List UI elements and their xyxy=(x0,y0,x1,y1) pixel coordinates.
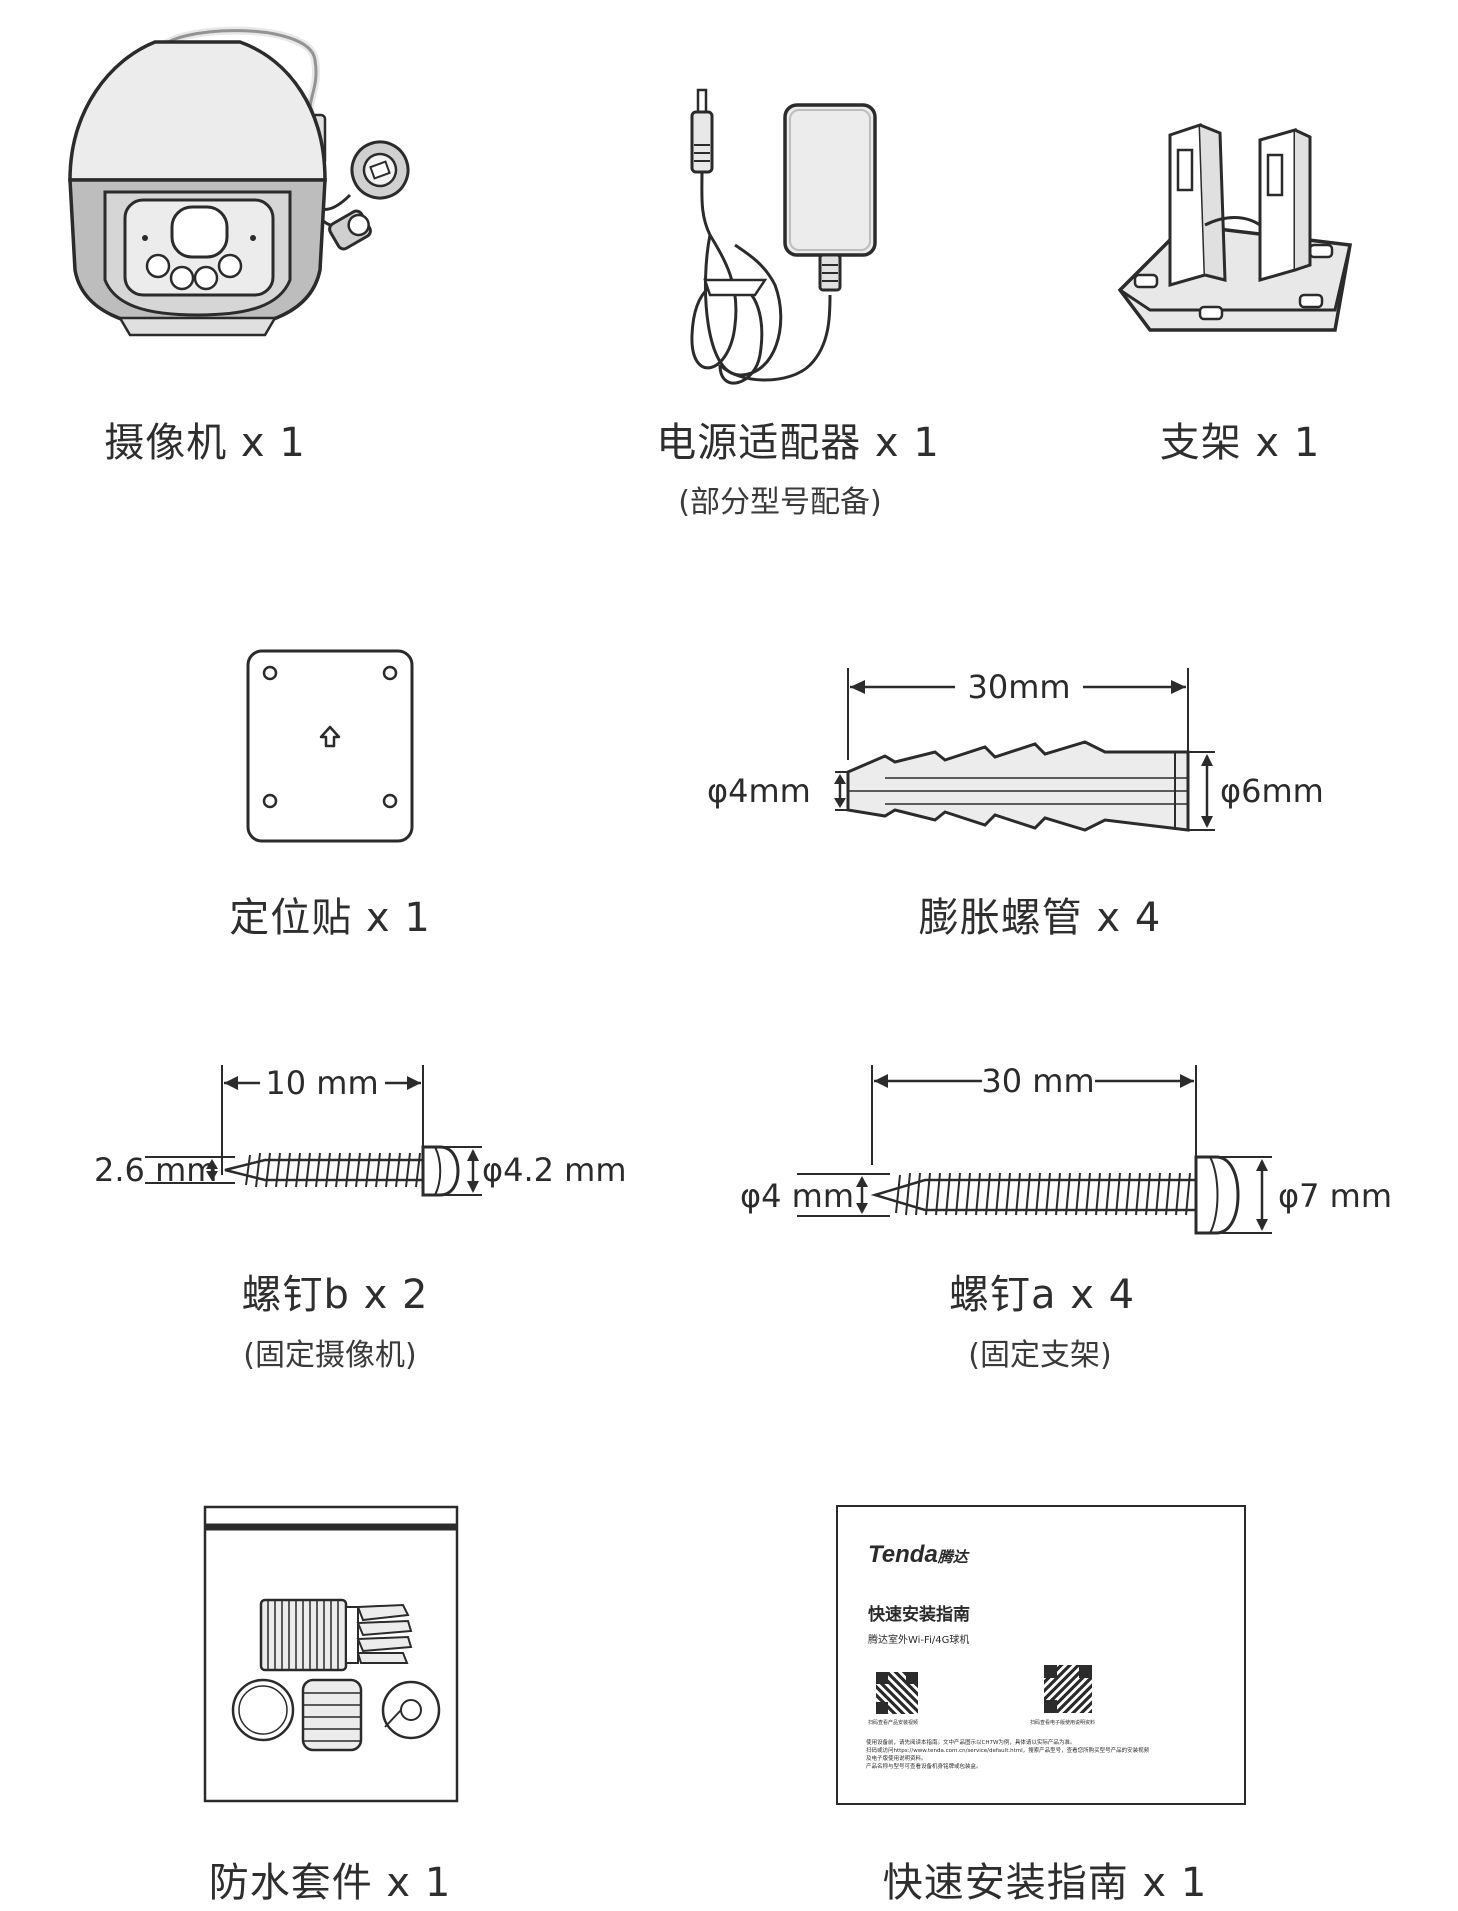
guide-note-2: 扫码或访问https://www.tenda.com.cn/service/de… xyxy=(866,1748,1150,1754)
camera-illustration xyxy=(50,20,450,380)
screw-a-length: 30 mm xyxy=(981,1062,1094,1100)
guide-note-3: 及电子版使用说明资料。 xyxy=(866,1756,927,1762)
screw-b-length: 10 mm xyxy=(265,1064,378,1102)
bracket-illustration xyxy=(1110,115,1360,345)
bracket-label: 支架 x 1 xyxy=(1159,420,1321,466)
screw-b-label: 螺钉b x 2 xyxy=(241,1272,429,1318)
screw-a-shank: φ4 mm xyxy=(740,1177,854,1215)
anchor-length: 30mm xyxy=(967,668,1070,706)
qr-code-left-icon xyxy=(876,1672,918,1714)
qr-left-caption: 扫码查看产品安装视频 xyxy=(868,1720,919,1726)
power-adapter-label: 电源适配器 x 1 xyxy=(656,420,940,466)
anchor-small-diameter: φ4mm xyxy=(707,772,811,810)
screw-b-note: (固定摄像机) xyxy=(243,1338,417,1373)
screw-a-label: 螺钉a x 4 xyxy=(948,1272,1136,1318)
brand-logo: Tenda xyxy=(868,1541,938,1568)
brand-logo-cn: 腾达 xyxy=(937,1549,968,1566)
quick-guide-label: 快速安装指南 x 1 xyxy=(882,1860,1208,1906)
camera-label: 摄像机 x 1 xyxy=(104,420,306,466)
power-adapter-illustration xyxy=(680,85,910,405)
guide-subtitle: 腾达室外Wi-Fi/4G球机 xyxy=(868,1635,970,1646)
screw-a-note: (固定支架) xyxy=(968,1338,1112,1373)
up-arrow-icon xyxy=(319,725,341,748)
guide-note-1: 使用设备前，请先阅读本指南。文中产品图示以CH7W为例，具体请以实际产品为准。 xyxy=(866,1740,1076,1746)
guide-title: 快速安装指南 xyxy=(868,1605,970,1625)
screw-a-head: φ7 mm xyxy=(1278,1177,1392,1215)
guide-note-4: 产品名称与型号可查看设备机身铭牌或包装盒。 xyxy=(866,1764,982,1770)
anchor-label: 膨胀螺管 x 4 xyxy=(918,895,1162,941)
waterproof-kit-bag xyxy=(203,1505,459,1805)
qr-right-caption: 扫码查看电子版使用说明资料 xyxy=(1030,1720,1096,1726)
screw-b-illustration: 10 mm 2.6 mm φ4.2 mm xyxy=(90,1055,650,1225)
screw-b-head: φ4.2 mm xyxy=(482,1151,627,1189)
sticker-label: 定位贴 x 1 xyxy=(229,895,431,941)
anchor-large-diameter: φ6mm xyxy=(1220,772,1324,810)
expansion-anchor-illustration: 30mm φ4mm φ6mm xyxy=(705,660,1335,850)
screw-b-shank: 2.6 mm xyxy=(94,1151,217,1189)
waterproof-label: 防水套件 x 1 xyxy=(208,1860,452,1906)
positioning-sticker xyxy=(245,648,415,844)
quick-guide-booklet: Tenda腾达 快速安装指南 腾达室外Wi-Fi/4G球机 扫码查看产品安装视频… xyxy=(836,1505,1246,1805)
screw-a-illustration: 30 mm φ4 mm xyxy=(740,1055,1400,1245)
power-adapter-note: (部分型号配备) xyxy=(678,485,882,520)
qr-code-right-icon xyxy=(1044,1665,1092,1713)
